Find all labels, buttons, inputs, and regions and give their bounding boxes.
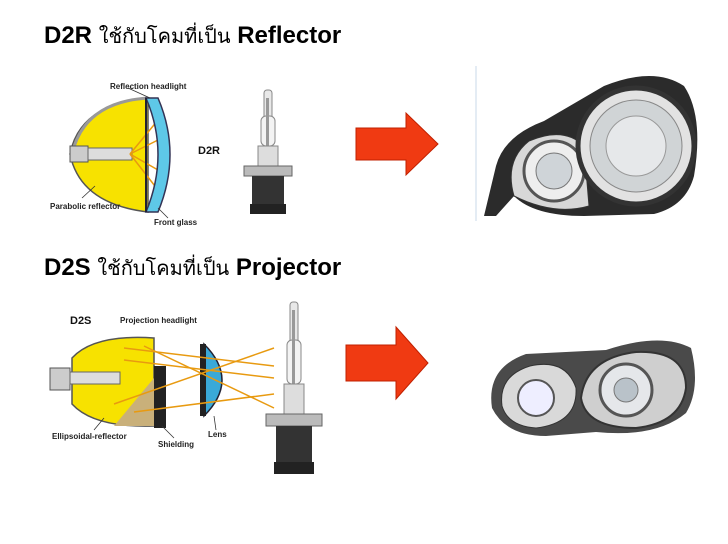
projector-arrow-icon: [345, 325, 429, 401]
reflector-section-title: D2R ใช้กับโคมที่เป็น Reflector: [44, 20, 341, 52]
reflector-headlamp-photo: [475, 66, 698, 221]
ellipsoidal-reflector-label: Ellipsoidal-reflector: [52, 432, 127, 441]
d2s-bulb-image: [265, 301, 323, 474]
parabolic-reflector-label: Parabolic reflector: [50, 202, 121, 211]
projection-headlight-diagram: Ellipsoidal-reflector Shielding Lens: [44, 308, 275, 458]
d2r-bulb-code: D2R: [198, 145, 221, 157]
reflector-arrow-icon: [355, 111, 439, 177]
title-type: Reflector: [237, 22, 342, 49]
d2r-bulb-image: [243, 89, 293, 214]
front-glass-label: Front glass: [154, 218, 198, 227]
lens-label: Lens: [208, 430, 227, 439]
projector-section-title: D2S ใช้กับโคมที่เป็น Projector: [44, 252, 341, 284]
d2s-bulb-code: D2S: [70, 315, 92, 327]
title-code: D2R: [44, 22, 93, 49]
shielding-label: Shielding: [158, 440, 194, 449]
projection-headlight-caption: Projection headlight: [120, 316, 197, 325]
reflector-diagram-graphic: [69, 87, 171, 219]
projector-headlamp-photo: [491, 340, 695, 436]
reflection-headlight-diagram: Reflection headlight Parabolic reflector…: [40, 80, 240, 230]
reflection-headlight-caption: Reflection headlight: [110, 82, 187, 91]
title-thai-text: ใช้กับโคมที่เป็น: [98, 24, 231, 48]
projector-diagram-graphic: [49, 336, 275, 439]
title-code: D2S: [44, 254, 91, 281]
title-type: Projector: [235, 254, 342, 281]
title-thai-text: ใช้กับโคมที่เป็น: [97, 256, 230, 280]
